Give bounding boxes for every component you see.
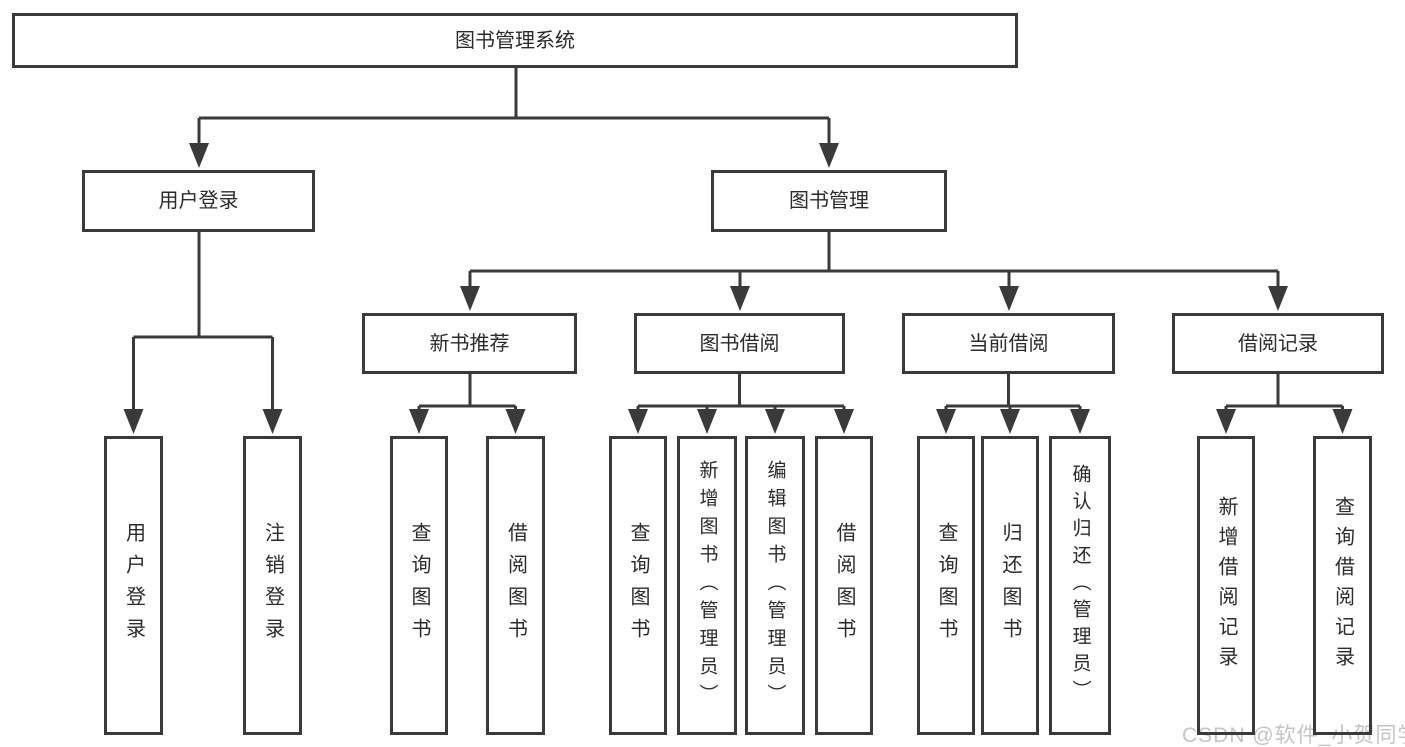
watermark: CSDN @软件_小贺同学 — [1182, 724, 1405, 747]
node-book-borrowing: 图书借阅 — [634, 313, 845, 374]
node-new-book-recommend: 新书推荐 — [362, 313, 577, 374]
node-borrowing-records: 借阅记录 — [1172, 313, 1384, 374]
leaf-add-books-admin-label: 新增图书（管理员） — [696, 459, 718, 712]
leaf-logout-label: 注销登录 — [261, 521, 284, 650]
leaf-confirm-return-admin-label: 确认归还（管理员） — [1069, 464, 1091, 707]
leaf-user-login: 用户登录 — [104, 436, 163, 735]
connector-borrow-record-to-children — [1216, 374, 1353, 434]
connector-current-borrow-to-children — [936, 374, 1090, 434]
connector-book-management-to-children — [460, 232, 1288, 311]
leaf-borrow-books-2: 借阅图书 — [815, 436, 873, 735]
connector-book-borrow-to-children — [628, 374, 854, 434]
leaf-return-books-label: 归还图书 — [999, 521, 1021, 650]
node-current-borrowing: 当前借阅 — [902, 313, 1115, 374]
leaf-query-books-2: 查询图书 — [609, 436, 667, 735]
node-book-management: 图书管理 — [711, 170, 947, 232]
connector-root-to-children — [189, 68, 839, 168]
leaf-borrow-books-1-label: 借阅图书 — [504, 521, 527, 650]
leaf-query-books-1: 查询图书 — [390, 436, 448, 735]
leaf-add-borrow-record: 新增借阅记录 — [1197, 436, 1255, 735]
leaf-return-books: 归还图书 — [981, 436, 1039, 735]
leaf-edit-books-admin: 编辑图书（管理员） — [745, 436, 805, 735]
node-root-system: 图书管理系统 — [12, 13, 1018, 68]
leaf-user-login-label: 用户登录 — [122, 521, 145, 650]
leaf-edit-books-admin-label: 编辑图书（管理员） — [764, 459, 786, 712]
connector-user-login-to-children — [123, 232, 283, 434]
leaf-logout: 注销登录 — [243, 436, 302, 735]
leaf-query-borrow-record: 查询借阅记录 — [1313, 436, 1372, 735]
leaf-borrow-books-2-label: 借阅图书 — [833, 521, 855, 650]
leaf-borrow-books-1: 借阅图书 — [486, 436, 545, 735]
leaf-query-borrow-record-label: 查询借阅记录 — [1331, 495, 1354, 676]
leaf-query-books-2-label: 查询图书 — [627, 521, 649, 650]
node-user-login: 用户登录 — [82, 170, 315, 232]
leaf-query-books-3: 查询图书 — [917, 436, 975, 735]
leaf-add-borrow-record-label: 新增借阅记录 — [1215, 495, 1237, 676]
leaf-query-books-1-label: 查询图书 — [408, 521, 430, 650]
leaf-add-books-admin: 新增图书（管理员） — [677, 436, 737, 735]
leaf-query-books-3-label: 查询图书 — [935, 521, 957, 650]
leaf-confirm-return-admin: 确认归还（管理员） — [1049, 436, 1111, 735]
connector-new-book-to-children — [409, 374, 526, 434]
